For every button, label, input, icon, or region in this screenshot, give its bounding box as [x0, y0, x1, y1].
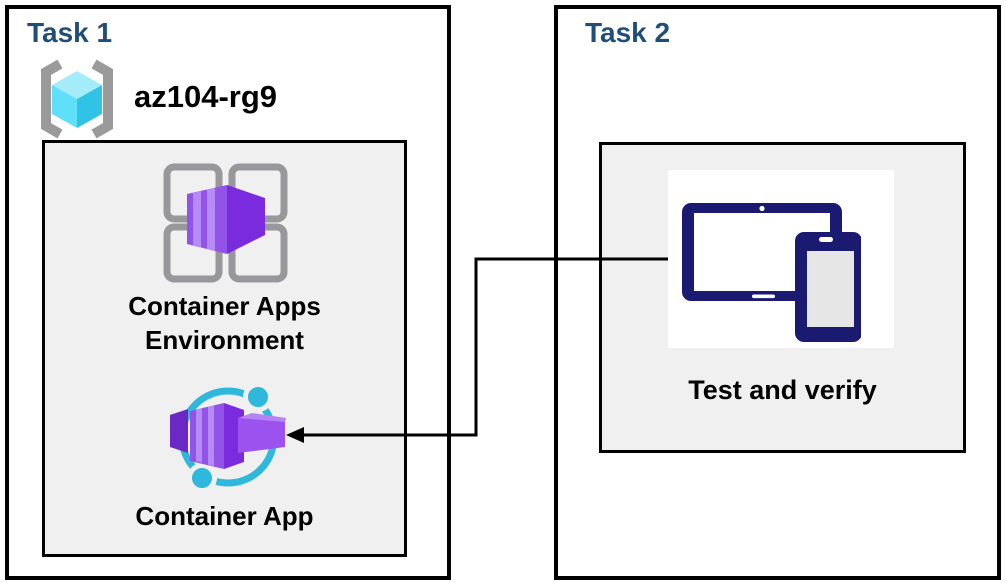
container-apps-environment-icon	[163, 163, 288, 283]
devices-icon	[681, 202, 861, 342]
task2-box: Task 2 Test and v	[554, 5, 1001, 580]
resource-group-name: az104-rg9	[134, 79, 278, 114]
test-and-verify-label: Test and verify	[688, 375, 877, 405]
environment-label-line2: Environment	[145, 325, 304, 355]
devices-plate	[668, 170, 894, 348]
task1-box: Task 1 az104-rg9	[5, 5, 451, 580]
task2-title: Task 2	[585, 17, 671, 48]
task1-title: Task 1	[27, 17, 113, 48]
task1-panel: Container Apps Environment Co	[42, 140, 407, 557]
environment-label: Container Apps Environment	[45, 289, 404, 357]
environment-label-line1: Container Apps	[128, 291, 321, 321]
container-app-label: Container App	[135, 501, 314, 531]
resource-group-icon	[35, 57, 119, 141]
container-app-icon	[168, 377, 288, 497]
task2-panel: Test and verify	[599, 142, 966, 453]
